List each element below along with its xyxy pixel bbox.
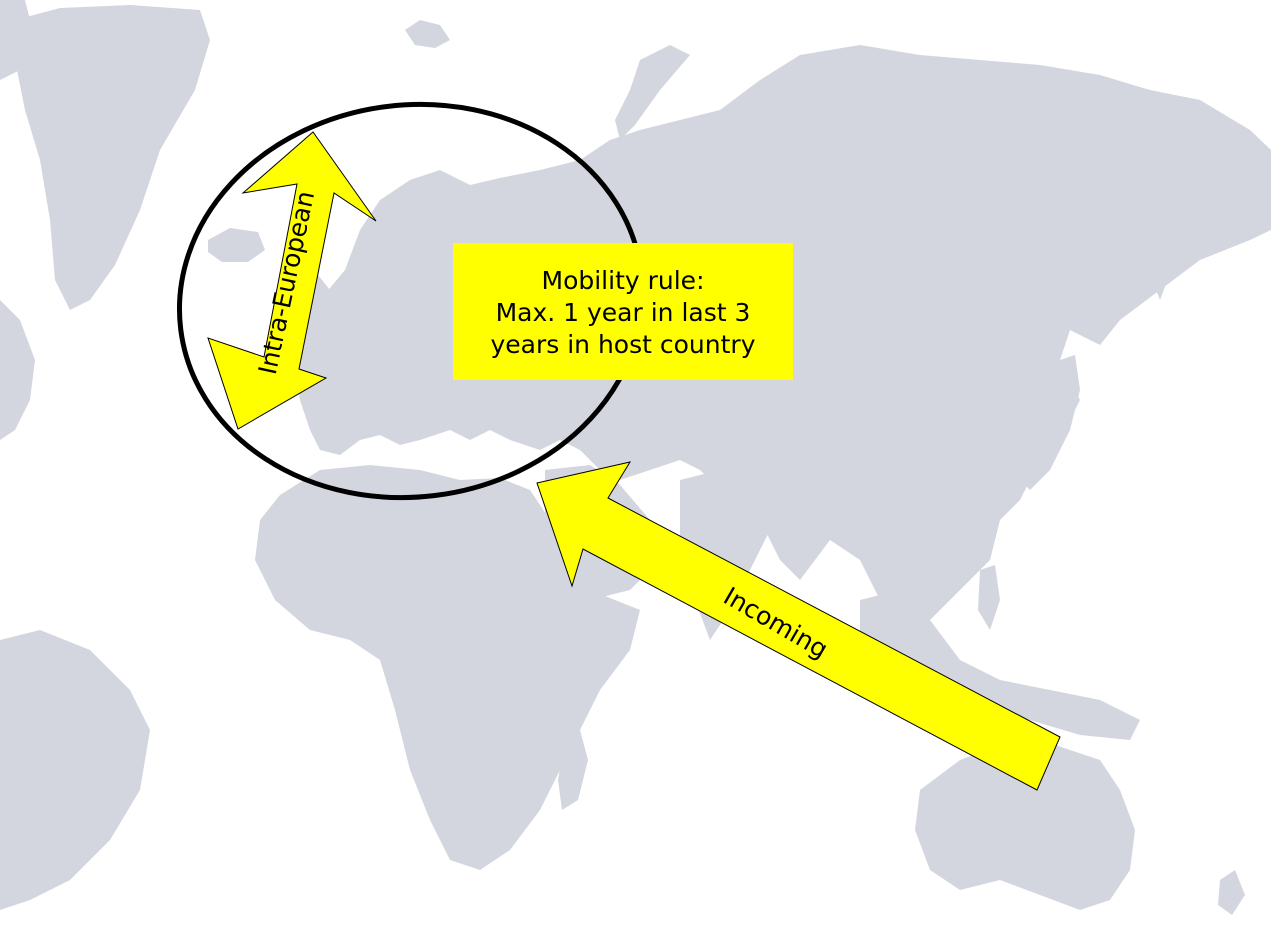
land-scandinavia xyxy=(360,180,470,330)
land-south-america xyxy=(0,630,150,910)
land-greenland xyxy=(15,5,210,310)
land-svalbard xyxy=(405,20,450,48)
land-africa xyxy=(255,465,640,870)
mobility-rule-line-2: years in host country xyxy=(490,329,756,359)
land-north-america xyxy=(0,300,35,440)
land-madagascar xyxy=(558,730,588,810)
mobility-rule-title: Mobility rule: xyxy=(541,265,705,295)
land-kamchatka xyxy=(1145,180,1185,300)
land-iceland xyxy=(208,228,265,262)
double-headed-arrow-icon xyxy=(207,131,377,430)
land-new-zealand xyxy=(1218,870,1245,915)
land-arctic-islands xyxy=(0,0,35,80)
land-philippines xyxy=(978,565,1000,630)
land-novaya-zemlya xyxy=(615,45,690,140)
arrow-icon xyxy=(536,461,1061,791)
land-australia xyxy=(915,740,1135,910)
land-japan xyxy=(1020,355,1080,490)
mobility-rule-box: Mobility rule: Max. 1 year in last 3 yea… xyxy=(453,243,793,380)
land-southeast-asia xyxy=(860,590,1140,740)
mobility-rule-line-1: Max. 1 year in last 3 xyxy=(495,297,751,327)
